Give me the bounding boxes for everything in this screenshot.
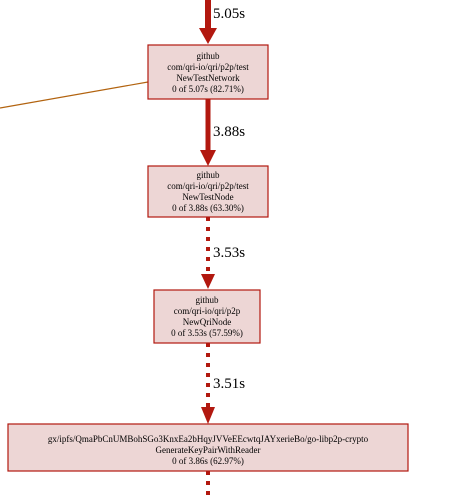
- node-new-qri-node-line-3: NewQriNode: [183, 317, 232, 327]
- node-generate-key-pair-line-1: gx/ipfs/QmaPbCnUMBohSGo3KnxEa2bHqyJVVeEE…: [48, 434, 369, 444]
- node-new-test-node[interactable]: github com/qri-io/qri/p2p/test NewTestNo…: [147, 165, 269, 218]
- node-new-test-network-line-2: com/qri-io/qri/p2p/test: [167, 62, 249, 72]
- node-new-test-network-line-3: NewTestNetwork: [176, 73, 240, 83]
- edge-in-arrowhead: [199, 28, 217, 44]
- edge-qrinode-to-keypair-arrowhead: [201, 407, 215, 424]
- edge-node-to-qrinode-arrowhead: [201, 274, 215, 289]
- edge-in-label: 5.05s: [213, 6, 245, 22]
- node-new-qri-node-line-1: github: [195, 295, 219, 305]
- node-new-test-node-line-1: github: [196, 170, 220, 180]
- node-new-test-network[interactable]: github com/qri-io/qri/p2p/test NewTestNe…: [147, 44, 269, 100]
- edge-qrinode-to-keypair-label: 3.51s: [213, 376, 245, 392]
- node-new-qri-node[interactable]: github com/qri-io/qri/p2p NewQriNode 0 o…: [153, 289, 261, 344]
- node-new-test-node-line-3: NewTestNode: [182, 192, 233, 202]
- edge-network-to-node-label: 3.88s: [213, 124, 245, 140]
- node-generate-key-pair-line-3: 0 of 3.86s (62.97%): [172, 456, 244, 466]
- node-generate-key-pair-line-2: GenerateKeyPairWithReader: [155, 445, 260, 455]
- node-new-test-node-line-4: 0 of 3.88s (63.30%): [172, 203, 244, 213]
- node-new-qri-node-line-4: 0 of 3.53s (57.59%): [171, 328, 243, 338]
- edge-node-to-qrinode-label: 3.53s: [213, 245, 245, 261]
- edge-network-to-node-arrowhead: [200, 150, 216, 166]
- node-new-qri-node-line-2: com/qri-io/qri/p2p: [174, 306, 241, 316]
- node-new-test-network-line-4: 0 of 5.07s (82.71%): [172, 84, 244, 94]
- edge-side: [0, 81, 149, 109]
- node-new-test-network-line-1: github: [196, 51, 220, 61]
- node-new-test-node-line-2: com/qri-io/qri/p2p/test: [167, 181, 249, 191]
- node-generate-key-pair[interactable]: gx/ipfs/QmaPbCnUMBohSGo3KnxEa2bHqyJVVeEE…: [7, 423, 409, 472]
